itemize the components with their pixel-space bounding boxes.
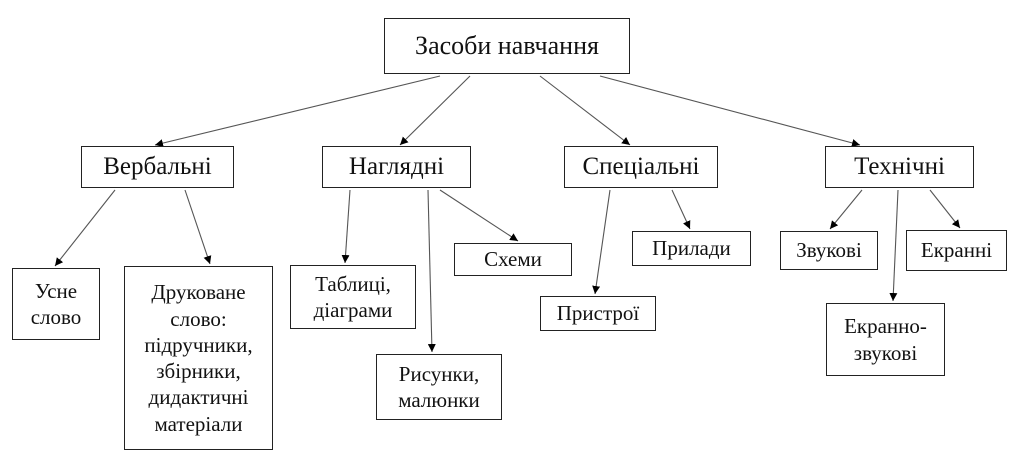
category-visual-box: Наглядні: [322, 146, 471, 188]
category-special-label: Спеціальні: [582, 153, 700, 181]
category-technical-label: Технічні: [854, 153, 945, 181]
arrow-root-to-verbal: [154, 75, 441, 148]
root-box: Засоби навчання: [384, 18, 630, 74]
leaf-schemes-label: Схеми: [484, 247, 542, 272]
category-technical-box: Технічні: [825, 146, 974, 188]
leaf-audio-label: Звукові: [796, 238, 862, 263]
arrow-special-to-devices: [592, 189, 611, 295]
arrow-root-to-visual: [399, 75, 471, 146]
leaf-instruments-box: Прилади: [632, 231, 751, 266]
arrow-visual-to-tables: [341, 189, 351, 264]
category-special-box: Спеціальні: [564, 146, 718, 188]
leaf-audiovisual-label: Екранно- звукові: [844, 314, 927, 365]
category-visual-label: Наглядні: [348, 153, 445, 181]
leaf-schemes-box: Схеми: [454, 243, 572, 276]
arrow-verbal-to-printed: [184, 189, 212, 265]
leaf-screen-box: Екранні: [906, 230, 1007, 271]
leaf-audiovisual-box: Екранно- звукові: [826, 303, 945, 376]
leaf-audio-box: Звукові: [780, 231, 878, 270]
leaf-instruments-label: Прилади: [652, 236, 731, 261]
arrow-visual-to-schemes: [439, 189, 519, 242]
arrow-special-to-instruments: [671, 189, 691, 230]
root-label: Засоби навчання: [415, 30, 599, 60]
leaf-oral-word-label: Усне слово: [30, 278, 82, 329]
leaf-oral-word-box: Усне слово: [12, 268, 100, 340]
leaf-devices-label: Пристрої: [556, 301, 640, 326]
leaf-tables-box: Таблиці, діаграми: [290, 265, 416, 329]
arrow-root-to-special: [539, 75, 631, 146]
category-verbal-box: Вербальні: [81, 146, 234, 188]
leaf-screen-label: Екранні: [920, 238, 993, 263]
leaf-drawings-box: Рисунки, малюнки: [376, 354, 502, 420]
arrow-root-to-technical: [599, 75, 861, 147]
arrow-verbal-to-oral: [54, 189, 116, 267]
leaf-printed-word-label: Друковане слово: підручники, збірники, д…: [144, 280, 253, 436]
leaf-devices-box: Пристрої: [540, 296, 656, 331]
arrow-visual-to-drawings: [427, 189, 436, 353]
arrow-technical-to-audiovisual: [889, 189, 899, 302]
arrow-technical-to-audio: [829, 189, 863, 230]
category-verbal-label: Вербальні: [103, 153, 212, 181]
leaf-printed-word-box: Друковане слово: підручники, збірники, д…: [124, 266, 273, 450]
leaf-tables-label: Таблиці, діаграми: [313, 271, 393, 322]
leaf-drawings-label: Рисунки, малюнки: [398, 361, 480, 412]
arrow-technical-to-screen: [929, 189, 961, 229]
